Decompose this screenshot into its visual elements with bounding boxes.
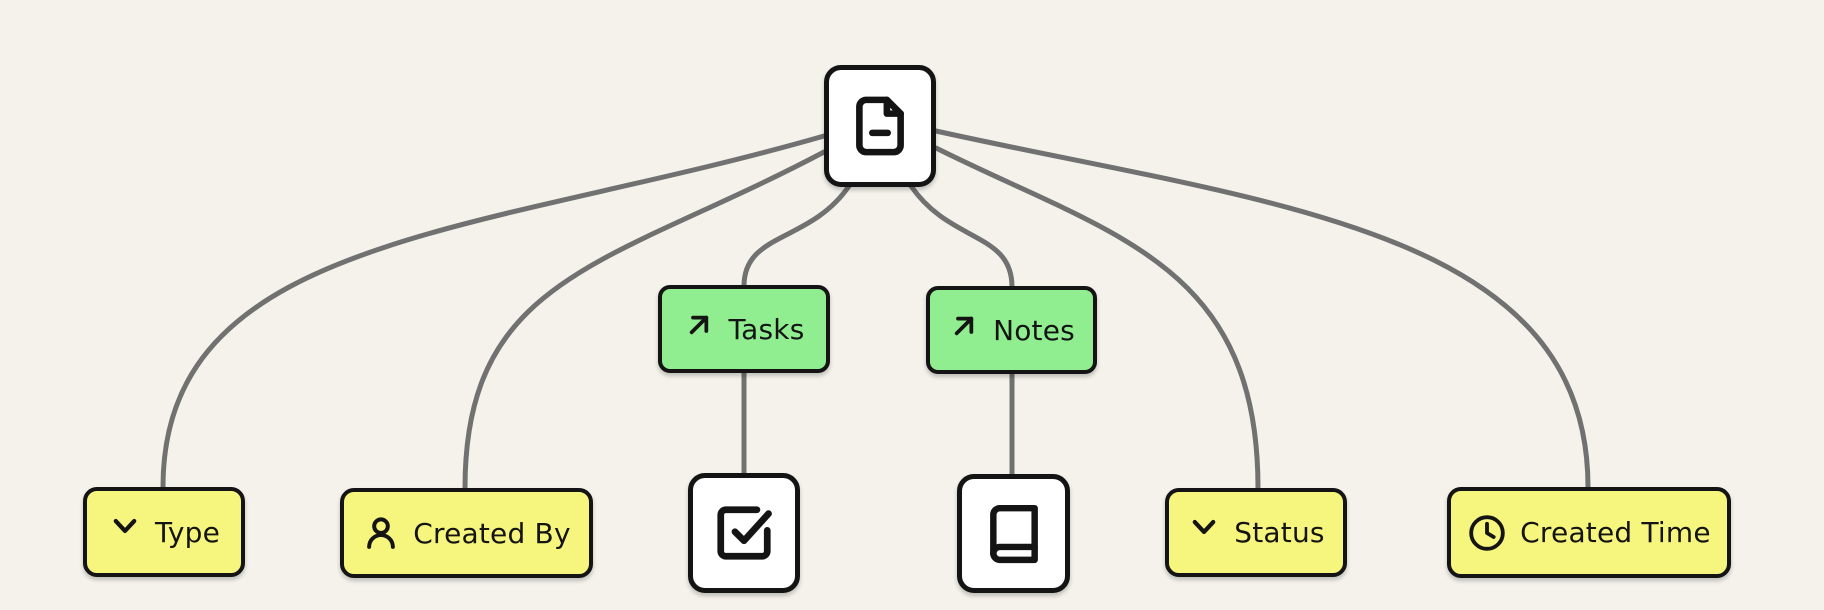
edge-root-created-time: [933, 128, 1591, 490]
clock-icon: [1467, 513, 1507, 553]
edge-root-created-by: [462, 149, 827, 491]
node-notes-book[interactable]: [957, 474, 1070, 593]
node-status-label: Status: [1234, 516, 1325, 549]
node-tasks[interactable]: Tasks: [658, 285, 830, 373]
arrow-up-right-icon: [948, 310, 980, 342]
chevron-down-icon: [1187, 510, 1221, 544]
node-created-by[interactable]: Created By: [340, 488, 593, 578]
node-created-by-label: Created By: [413, 516, 571, 550]
node-created-time[interactable]: Created Time: [1447, 487, 1731, 578]
edge-root-tasks: [741, 183, 852, 289]
edge-root-notes: [908, 183, 1015, 290]
arrow-up-right-icon: [683, 309, 715, 341]
book-icon: [983, 503, 1045, 565]
root-node-document[interactable]: [824, 65, 936, 187]
node-type[interactable]: Type: [83, 487, 245, 577]
edge-root-type: [160, 133, 827, 490]
node-created-time-label: Created Time: [1520, 516, 1711, 549]
node-notes[interactable]: Notes: [926, 286, 1097, 374]
node-status[interactable]: Status: [1165, 488, 1347, 577]
node-tasks-check[interactable]: [688, 473, 800, 593]
chevron-down-icon: [108, 509, 142, 543]
node-tasks-label: Tasks: [728, 312, 805, 346]
node-type-label: Type: [154, 515, 221, 549]
edge-root-status: [933, 145, 1261, 491]
check-square-icon: [713, 502, 775, 564]
node-notes-label: Notes: [993, 313, 1075, 347]
user-icon: [362, 514, 400, 552]
file-minus-icon: [847, 93, 913, 159]
